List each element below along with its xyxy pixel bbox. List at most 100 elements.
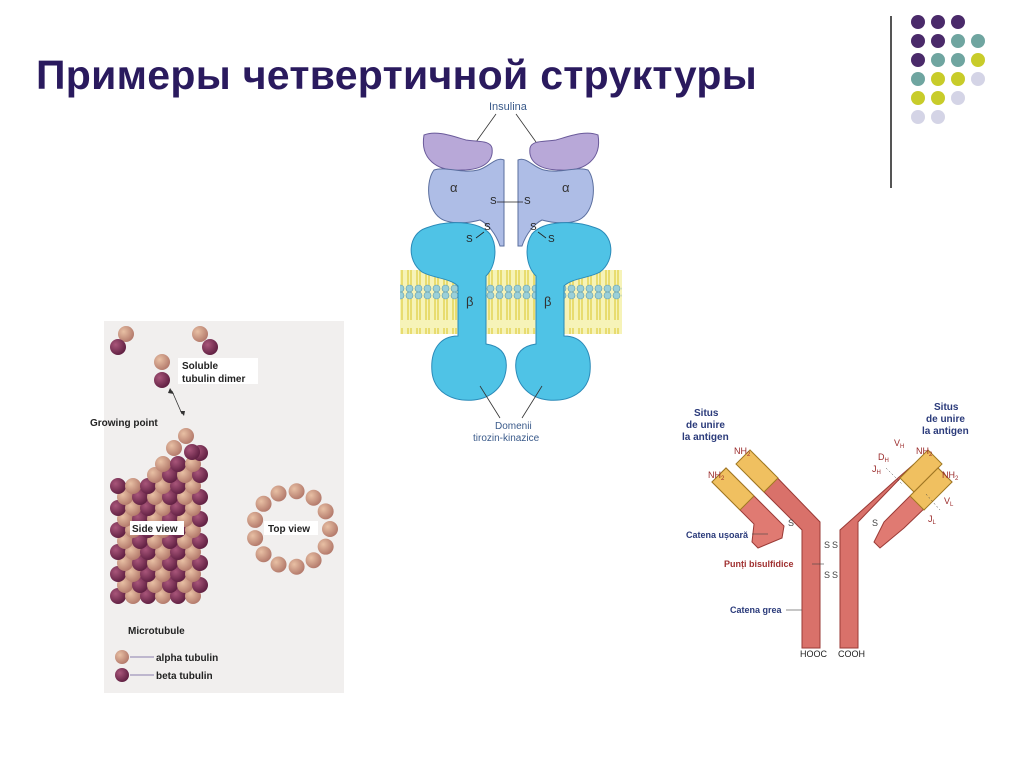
beta-label-left: β xyxy=(466,294,473,309)
cooh-label: COOH xyxy=(838,649,865,659)
alpha-tubulin-subunit xyxy=(154,354,170,370)
situs-label-left: la antigen xyxy=(682,432,729,443)
beta-tubulin-subunit xyxy=(202,339,218,355)
alpha-tubulin-subunit xyxy=(271,557,287,573)
situs-label-right: Situs xyxy=(934,402,959,413)
heavy-chain-right xyxy=(840,464,914,648)
kinase-label-2: tirozin-kinazice xyxy=(473,433,540,444)
insulin-receptor-diagram: Insulina α α β β S S S S S S Domenii tir… xyxy=(396,100,626,450)
decor-dot xyxy=(971,34,985,48)
situs-label-right: de unire xyxy=(926,414,965,425)
ss-bond: S xyxy=(524,196,531,207)
decor-dot-grid xyxy=(900,10,1020,180)
situs-label-left: de unire xyxy=(686,420,725,431)
slide-title: Примеры четвертичной структуры xyxy=(36,52,757,99)
light-chain-label: Catena ușoară xyxy=(686,530,749,540)
ss-bond: S xyxy=(832,540,838,550)
alpha-tubulin-subunit xyxy=(125,478,141,494)
decor-dot xyxy=(911,72,925,86)
decor-dot xyxy=(971,53,985,67)
decor-dot xyxy=(951,91,965,105)
ss-bond: S xyxy=(788,518,794,528)
alpha-tubulin-subunit xyxy=(271,485,287,501)
decor-dot xyxy=(951,53,965,67)
antibody-diagram: Situs de unire la antigen NH2 NH2 Catena… xyxy=(672,398,992,668)
decor-dot xyxy=(911,53,925,67)
decor-dot xyxy=(951,34,965,48)
ss-bond: S xyxy=(548,234,555,245)
alpha-tubulin-subunit xyxy=(247,530,263,546)
alpha-tubulin-subunit xyxy=(318,503,334,519)
soluble-label-1: Soluble xyxy=(182,361,219,372)
decor-dot xyxy=(931,15,945,29)
alpha-tubulin-subunit xyxy=(178,428,194,444)
alpha-tubulin-subunit xyxy=(289,559,305,575)
alpha-tubulin-subunit xyxy=(192,326,208,342)
decor-dot xyxy=(971,72,985,86)
decor-dot xyxy=(931,34,945,48)
soluble-label-2: tubulin dimer xyxy=(182,374,245,385)
ss-bond: S xyxy=(824,570,830,580)
insulin-molecule-right xyxy=(530,133,599,170)
decor-dot xyxy=(951,72,965,86)
ss-bond: S xyxy=(490,196,497,207)
ss-bond: S xyxy=(872,518,878,528)
insulin-molecule-left xyxy=(423,133,492,170)
jh-label: JH xyxy=(872,464,881,476)
legend-alpha-tubulin: alpha tubulin xyxy=(156,653,218,664)
decor-dot xyxy=(911,110,925,124)
ss-bond: S xyxy=(832,570,838,580)
legend-alpha-tubulin-swatch xyxy=(115,650,129,664)
microtubule-label: Microtubule xyxy=(128,626,185,637)
hooc-label: HOOC xyxy=(800,649,828,659)
ss-bond: S xyxy=(530,222,537,233)
vl-label: VL xyxy=(944,496,954,508)
beta-tubulin-subunit xyxy=(154,372,170,388)
alpha-tubulin-subunit xyxy=(256,546,272,562)
alpha-tubulin-subunit xyxy=(256,496,272,512)
alpha-tubulin-subunit xyxy=(155,456,171,472)
alpha-tubulin-subunit xyxy=(322,521,338,537)
cell-membrane xyxy=(400,270,622,334)
heavy-chain-label: Catena grea xyxy=(730,605,783,615)
beta-tubulin-subunit xyxy=(110,339,126,355)
disulfide-bridges-label: Punți bisulfidice xyxy=(724,559,794,569)
beta-tubulin-subunit xyxy=(110,478,126,494)
alpha-tubulin-subunit xyxy=(318,539,334,555)
decor-dot xyxy=(931,91,945,105)
alpha-tubulin-subunit xyxy=(289,483,305,499)
ss-bond: S xyxy=(824,540,830,550)
decor-dot xyxy=(931,53,945,67)
alpha-tubulin-subunit xyxy=(306,552,322,568)
alpha-label-right: α xyxy=(562,180,570,195)
legend-beta-tubulin: beta tubulin xyxy=(156,671,213,682)
beta-tubulin-subunit xyxy=(184,444,200,460)
top-view-label: Top view xyxy=(268,524,310,535)
kinase-label-1: Domenii xyxy=(495,421,532,432)
heavy-chain-left xyxy=(750,464,820,648)
situs-label-left: Situs xyxy=(694,408,719,419)
ss-bond: S xyxy=(484,222,491,233)
alpha-label-left: α xyxy=(450,180,458,195)
situs-label-right: la antigen xyxy=(922,426,969,437)
nh2-label: NH2 xyxy=(734,446,751,458)
decor-dot xyxy=(951,15,965,29)
decor-dot xyxy=(931,72,945,86)
jl-label: JL xyxy=(928,514,937,526)
decor-dot xyxy=(911,34,925,48)
legend-beta-tubulin-swatch xyxy=(115,668,129,682)
beta-tubulin-subunit xyxy=(170,456,186,472)
vh-label: VH xyxy=(894,438,904,450)
alpha-tubulin-subunit xyxy=(166,440,182,456)
alpha-tubulin-subunit xyxy=(247,512,263,528)
decor-dot xyxy=(931,110,945,124)
microtubule-diagram: Soluble tubulin dimer Growing point Side… xyxy=(104,316,364,696)
decor-dot xyxy=(911,91,925,105)
growing-point-label: Growing point xyxy=(90,418,158,429)
dh-label: DH xyxy=(878,452,889,464)
alpha-tubulin-subunit xyxy=(306,490,322,506)
beta-label-right: β xyxy=(544,294,551,309)
decor-dot xyxy=(911,15,925,29)
decor-divider xyxy=(890,16,892,188)
insulin-label: Insulina xyxy=(489,101,528,113)
